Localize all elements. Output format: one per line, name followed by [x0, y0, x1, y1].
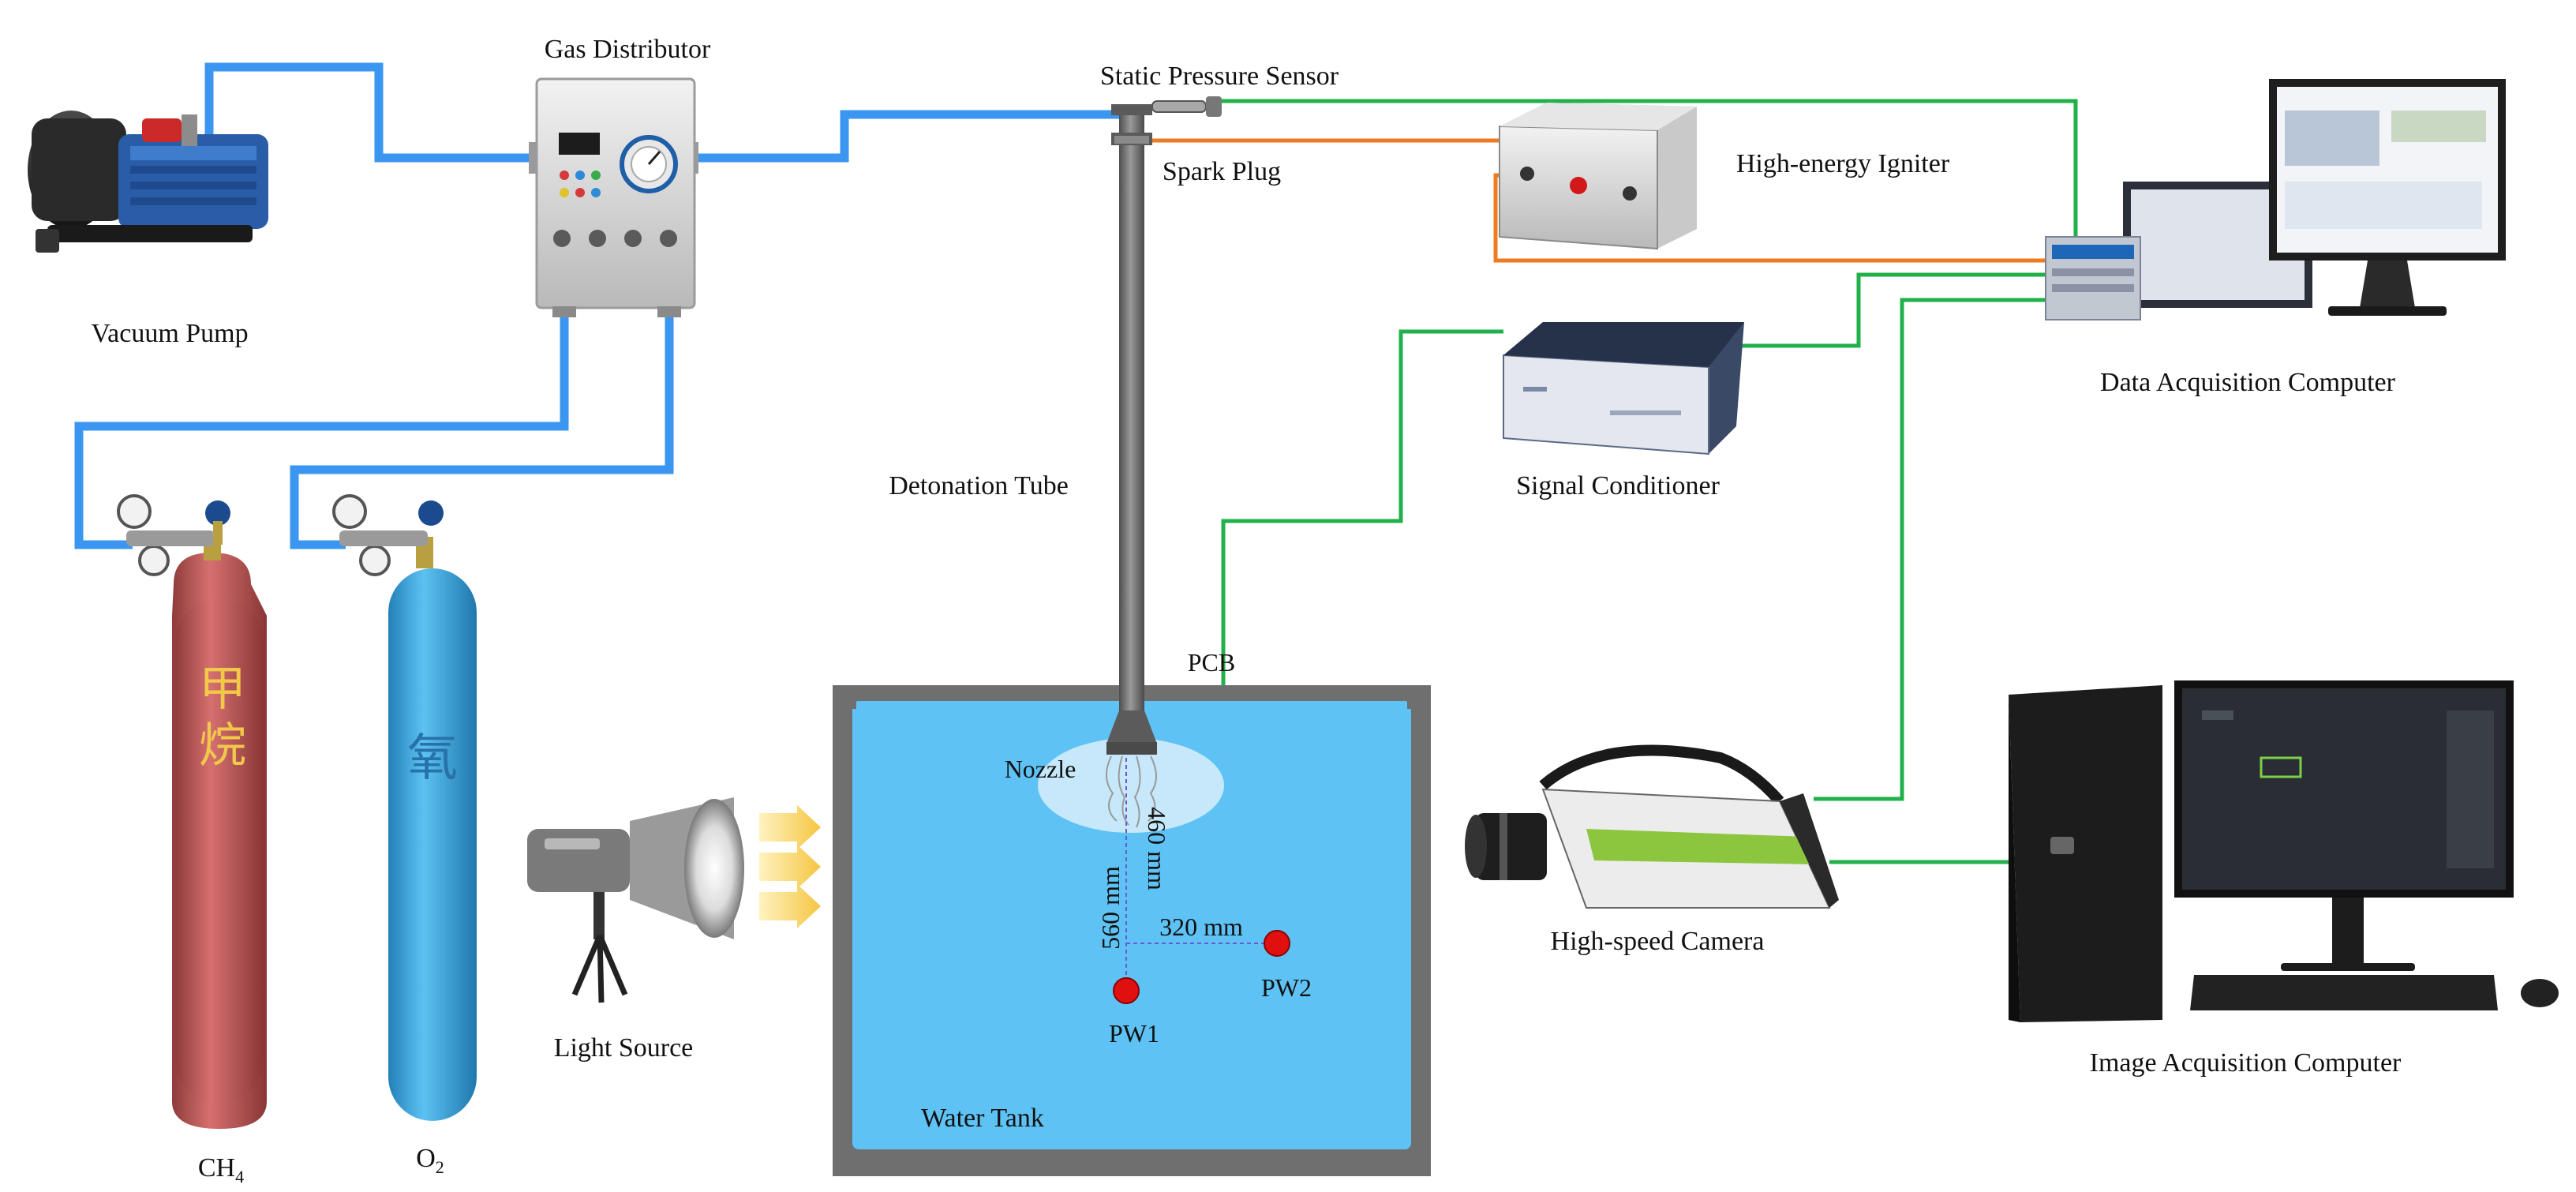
probe-pw1 [1113, 977, 1140, 1004]
o2-label: O2 [416, 1144, 444, 1177]
detonation-tube [1106, 104, 1157, 755]
o2-label-main: O [416, 1144, 436, 1173]
o2-cylinder-char: 氧 [407, 729, 458, 788]
data-acquisition-computer [2045, 79, 2506, 320]
vacuum-pump [28, 111, 268, 253]
light-ray-2 [759, 845, 821, 889]
image-acquisition-computer-label: Image Acquisition Computer [2090, 1048, 2402, 1078]
water-tank [833, 685, 1431, 1176]
pcb-label: PCB [1188, 648, 1235, 677]
nozzle-label: Nozzle [1005, 755, 1076, 783]
dimension-460-label: 460 mm [1143, 807, 1171, 890]
ch4-cylinder: 甲 烷 [117, 494, 267, 1129]
ch4-label-main: CH [198, 1153, 235, 1183]
static-pressure-sensor [1151, 96, 1222, 117]
o2-cylinder: 氧 [332, 494, 477, 1121]
nozzle-view-zone [1038, 738, 1224, 833]
pw1-label: PW1 [1109, 1019, 1159, 1048]
gas-line-pump-distributor [204, 62, 529, 163]
high-energy-igniter [1499, 103, 1697, 250]
static-pressure-sensor-label: Static Pressure Sensor [1100, 62, 1339, 91]
spark-plug-label: Spark Plug [1163, 157, 1281, 186]
dimension-560-label: 560 mm [1096, 866, 1125, 950]
signal-line-pcb-conditioner [1156, 329, 1503, 697]
gas-line-distributor-tube [698, 110, 1121, 163]
data-acquisition-computer-label: Data Acquisition Computer [2100, 368, 2396, 397]
light-source [527, 797, 821, 1003]
gas-line-distributor-ch4 [74, 316, 569, 549]
signal-conditioner [1503, 322, 1744, 455]
gas-distributor-label: Gas Distributor [545, 35, 711, 64]
light-source-label: Light Source [554, 1033, 694, 1063]
ch4-label-sub: 4 [235, 1167, 244, 1186]
light-ray-3 [759, 884, 821, 928]
high-speed-camera-label: High-speed Camera [1551, 927, 1765, 956]
vacuum-pump-label: Vacuum Pump [91, 319, 248, 348]
high-speed-camera [1465, 744, 1839, 909]
water-tank-label: Water Tank [921, 1104, 1044, 1133]
pw2-label: PW2 [1261, 973, 1312, 1002]
gas-line-distributor-o2 [290, 316, 674, 549]
dimension-320-label: 320 mm [1159, 913, 1243, 941]
dimension-lines [1125, 758, 1277, 991]
signal-line-camera-daq [1814, 298, 2046, 801]
ch4-label: CH4 [198, 1153, 244, 1186]
detonation-tube-label: Detonation Tube [889, 471, 1069, 500]
signal-line-conditioner-daq [1736, 272, 2046, 348]
ch4-cylinder-char-2: 烷 [199, 718, 246, 774]
spark-plug [1114, 136, 1149, 144]
probe-pw2 [1264, 930, 1290, 957]
nozzle-plume [1106, 755, 1157, 828]
high-energy-igniter-label: High-energy Igniter [1736, 149, 1950, 178]
gas-distributor [529, 77, 698, 317]
gas-lines [74, 62, 1121, 549]
o2-label-sub: 2 [436, 1157, 444, 1177]
image-acquisition-computer [2009, 680, 2559, 1022]
ch4-cylinder-char-1: 甲 [199, 662, 246, 717]
signal-conditioner-label: Signal Conditioner [1516, 471, 1720, 500]
light-ray-1 [759, 805, 821, 849]
signal-line-pressure-daq [1219, 99, 2078, 241]
